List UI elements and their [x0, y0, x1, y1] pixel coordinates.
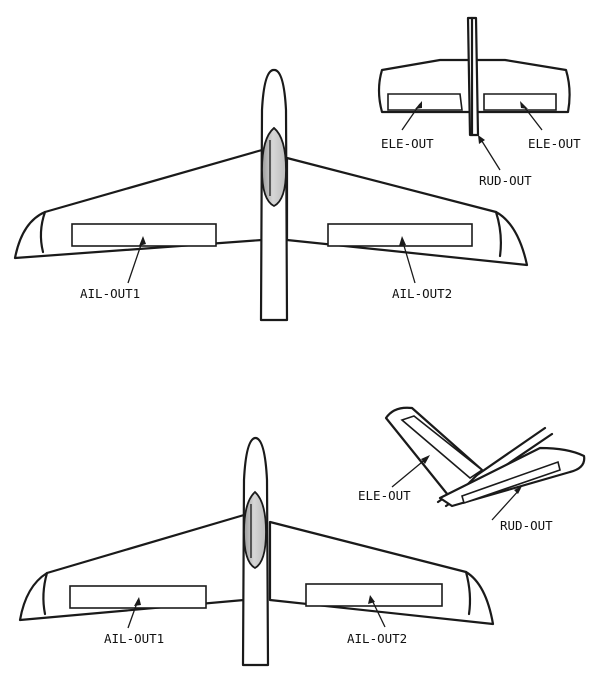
top-ele-left-arrowhead: [415, 101, 422, 109]
top-right-aileron: [327, 223, 473, 247]
top-tail-detail: ELE-OUT ELE-OUT RUD-OUT: [377, 16, 581, 188]
top-canopy: [261, 126, 287, 208]
top-left-aileron: [71, 223, 217, 247]
top-ail1-label: AIL-OUT1: [80, 286, 140, 301]
top-rud-label: RUD-OUT: [479, 173, 532, 188]
bottom-ele-leader: [391, 457, 428, 488]
bottom-ail2-leader: [370, 597, 386, 628]
top-ele-right-arrowhead: [520, 101, 528, 109]
bottom-ele-label: ELE-OUT: [358, 488, 411, 503]
bottom-ail1-arrowhead: [134, 597, 141, 606]
bottom-ail2-arrowhead: [368, 595, 375, 604]
top-left-wingtip-line: [39, 210, 47, 254]
top-rud-leader: [479, 137, 501, 171]
top-glider: AIL-OUT1 AIL-OUT2: [13, 68, 529, 322]
bottom-ail2-label: AIL-OUT2: [347, 631, 407, 646]
bottom-glider: AIL-OUT1 AIL-OUT2: [18, 436, 495, 667]
bottom-stabilizer: [384, 406, 484, 502]
bottom-rudder: [461, 460, 561, 505]
bottom-right-aileron: [305, 583, 443, 607]
bottom-ail1-label: AIL-OUT1: [104, 631, 164, 646]
bottom-left-wingtip-line: [42, 571, 49, 616]
bottom-rud-arrowhead: [514, 486, 522, 494]
top-right-wingtip-line: [494, 210, 502, 258]
top-ail1-leader: [127, 238, 144, 284]
top-ail2-arrowhead: [399, 236, 406, 246]
top-ail2-leader: [401, 238, 416, 284]
top-rud-arrowhead: [478, 135, 485, 144]
top-ele-left-label: ELE-OUT: [381, 136, 434, 151]
top-left-elevator: [387, 93, 463, 111]
bottom-rud-label: RUD-OUT: [500, 518, 553, 533]
bottom-right-wingtip-line: [464, 570, 472, 616]
bottom-right-wing: [268, 520, 495, 626]
bottom-rud-leader: [491, 488, 521, 521]
bottom-ele-arrowhead: [421, 455, 430, 464]
bottom-tail-detail: ELE-OUT RUD-OUT: [358, 406, 586, 533]
top-ele-right-label: ELE-OUT: [528, 136, 581, 151]
bottom-elevator: [400, 415, 484, 480]
top-ail1-arrowhead: [139, 236, 146, 246]
top-right-elevator: [483, 93, 557, 111]
bottom-canopy: [243, 490, 267, 570]
bottom-left-aileron: [69, 585, 207, 609]
top-ail2-label: AIL-OUT2: [392, 286, 452, 301]
